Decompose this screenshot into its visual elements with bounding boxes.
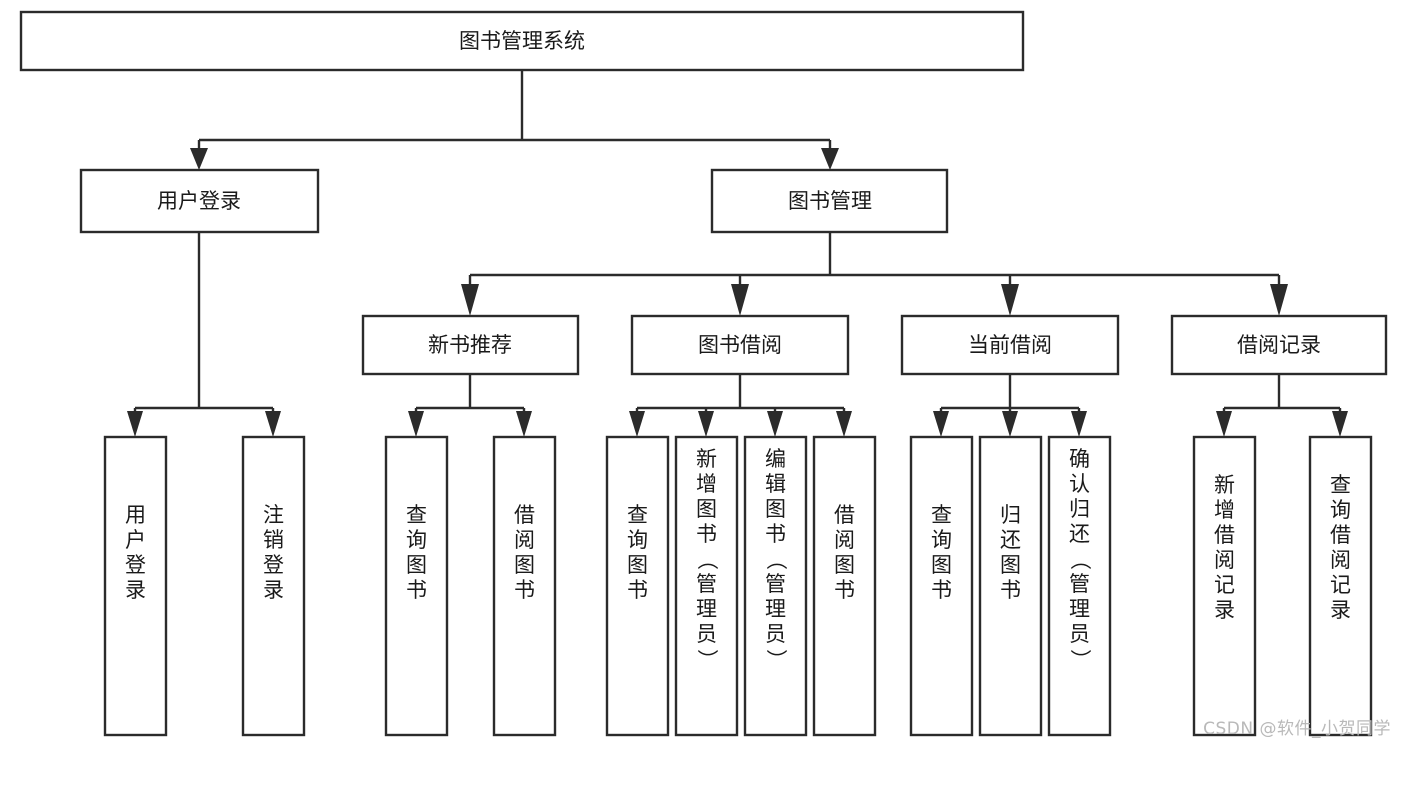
node-borrow-record-label: 借阅记录 <box>1237 333 1321 357</box>
arrow-head-leaf-logout-login <box>265 411 281 437</box>
arrow-head-book-borrow <box>731 284 749 316</box>
arrow-head-leaf-query-book-3 <box>933 411 949 437</box>
connector-group-borrow-record <box>1216 374 1348 437</box>
node-current-borrow-box[interactable] <box>900 314 1120 376</box>
node-user-login-box[interactable] <box>79 168 320 234</box>
node-leaf-query-record-box[interactable] <box>1308 435 1373 737</box>
arrow-head-leaf-confirm-return <box>1071 411 1087 437</box>
node-leaf-edit-book-box[interactable] <box>743 435 808 737</box>
arrow-head-leaf-user-login <box>127 411 143 437</box>
node-leaf-add-record-box[interactable] <box>1192 435 1257 737</box>
node-book-manage[interactable]: 图书管理 <box>710 168 949 234</box>
leaf-boxes <box>103 435 1373 737</box>
node-leaf-borrow-book-2-box[interactable] <box>812 435 877 737</box>
node-book-manage-box[interactable] <box>710 168 949 234</box>
node-new-book-rec-label: 新书推荐 <box>428 333 512 357</box>
connector-group-user-login <box>127 232 281 437</box>
node-book-manage-label: 图书管理 <box>788 189 872 213</box>
arrow-head-leaf-query-book-1 <box>408 411 424 437</box>
diagram-canvas: 图书管理系统 用户登录 图书管理 新书推荐 图书借阅 当前借阅 借阅记录 <box>19 10 1388 737</box>
node-new-book-rec-box[interactable] <box>361 314 580 376</box>
arrow-head-book-manage <box>821 148 839 170</box>
node-leaf-user-login-box[interactable] <box>103 435 168 737</box>
connector-group-book-borrow <box>629 374 852 437</box>
arrow-head-leaf-add-record <box>1216 411 1232 437</box>
connector-group-new-book-rec <box>408 374 532 437</box>
arrow-head-leaf-borrow-book-2 <box>836 411 852 437</box>
arrow-head-leaf-return-book <box>1002 411 1018 437</box>
csdn-watermark: CSDN @软件_小贺同学 <box>1203 719 1391 739</box>
node-leaf-query-book-3-box[interactable] <box>909 435 974 737</box>
arrow-head-current-borrow <box>1001 284 1019 316</box>
node-user-login-label: 用户登录 <box>157 189 241 213</box>
arrow-head-new-book-rec <box>461 284 479 316</box>
node-book-borrow-box[interactable] <box>630 314 850 376</box>
arrow-head-leaf-add-book <box>698 411 714 437</box>
connector-group-current-borrow <box>933 374 1087 437</box>
node-leaf-return-book-box[interactable] <box>978 435 1043 737</box>
node-root-box[interactable] <box>19 10 1025 72</box>
node-leaf-confirm-return-box[interactable] <box>1047 435 1112 737</box>
connector-group-book-manage <box>461 232 1288 316</box>
node-leaf-logout-login-box[interactable] <box>241 435 306 737</box>
arrow-head-user-login <box>190 148 208 170</box>
node-user-login[interactable]: 用户登录 <box>79 168 320 234</box>
node-leaf-add-book-box[interactable] <box>674 435 739 737</box>
arrow-head-leaf-borrow-book-1 <box>516 411 532 437</box>
node-book-borrow-label: 图书借阅 <box>698 333 782 357</box>
arrow-head-leaf-query-record <box>1332 411 1348 437</box>
node-current-borrow-label: 当前借阅 <box>968 333 1052 357</box>
node-leaf-borrow-book-1-box[interactable] <box>492 435 557 737</box>
node-book-borrow[interactable]: 图书借阅 <box>630 314 850 376</box>
diagram-root: 图书管理系统 用户登录 图书管理 新书推荐 图书借阅 当前借阅 借阅记录 <box>19 10 1391 739</box>
connector-group-root <box>190 70 839 170</box>
node-borrow-record[interactable]: 借阅记录 <box>1170 314 1388 376</box>
node-new-book-rec[interactable]: 新书推荐 <box>361 314 580 376</box>
node-leaf-query-book-1-box[interactable] <box>384 435 449 737</box>
arrow-head-leaf-query-book-2 <box>629 411 645 437</box>
node-root-label: 图书管理系统 <box>459 29 585 53</box>
node-root[interactable]: 图书管理系统 <box>19 10 1025 72</box>
node-leaf-query-book-2-box[interactable] <box>605 435 670 737</box>
node-borrow-record-box[interactable] <box>1170 314 1388 376</box>
node-current-borrow[interactable]: 当前借阅 <box>900 314 1120 376</box>
arrow-head-borrow-record <box>1270 284 1288 316</box>
arrow-head-leaf-edit-book <box>767 411 783 437</box>
